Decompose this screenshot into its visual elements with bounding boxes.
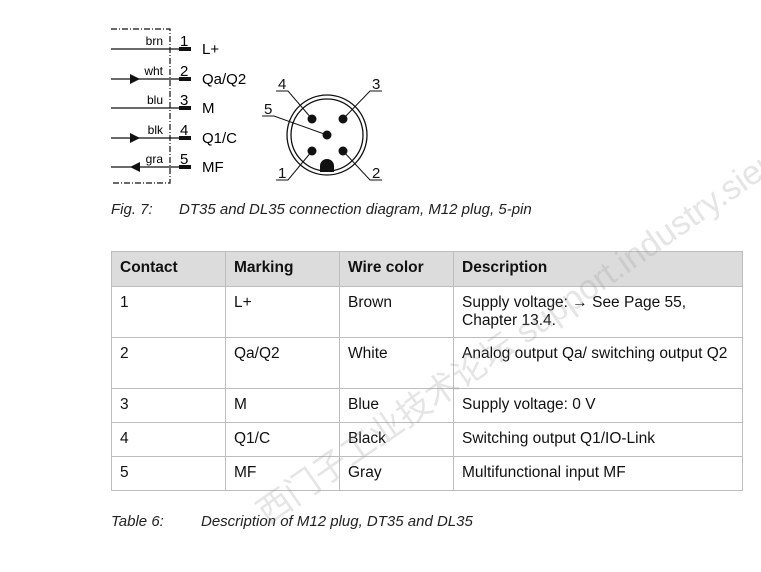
header-description: Description [453, 251, 743, 287]
arrow-in-icon [130, 133, 140, 143]
pin-terminal [179, 106, 191, 110]
pin-number: 5 [180, 151, 188, 168]
pin-terminal [179, 136, 191, 140]
wire-color-label: blk [148, 123, 164, 137]
cell-contact: 1 [111, 286, 226, 338]
table-header-row: Contact Marking Wire color Description [111, 251, 743, 287]
cell-marking: MF [225, 456, 340, 491]
wire-color-label: gra [146, 152, 164, 166]
cell-marking: Q1/C [225, 422, 340, 457]
connector-boundary [111, 28, 171, 184]
pin-terminal [179, 47, 191, 51]
signal-label: M [202, 100, 215, 117]
pin-terminal [179, 165, 191, 169]
pin-number: 2 [180, 63, 188, 80]
coding-key [320, 159, 334, 172]
wire-wht: wht 2 Qa/Q2 [111, 63, 246, 88]
pin-number: 3 [180, 92, 188, 109]
cell-marking: L+ [225, 286, 340, 338]
figure-caption: Fig. 7: DT35 and DL35 connection diagram,… [111, 201, 532, 218]
plug-pin-label-1: 1 [278, 165, 286, 182]
plug-pin-label-5: 5 [264, 101, 272, 118]
header-marking: Marking [225, 251, 340, 287]
cell-description: Switching output Q1/IO-Link [453, 422, 743, 457]
cell-description: Supply voltage: 0 V [453, 388, 743, 423]
wire-color-label: wht [143, 64, 163, 78]
pin-number: 4 [180, 122, 188, 139]
wire-gra: gra 5 MF [111, 151, 224, 176]
wire-color-label: blu [147, 93, 163, 107]
cell-contact: 4 [111, 422, 226, 457]
figure-label: Fig. 7: [111, 201, 153, 218]
signal-label: MF [202, 159, 224, 176]
signal-label: L+ [202, 41, 219, 58]
plug-pin-label-2: 2 [372, 165, 380, 182]
table-caption: Table 6: Description of M12 plug, DT35 an… [111, 513, 473, 530]
wire-blk: blk 4 Q1/C [111, 122, 237, 147]
cell-wire-color: White [339, 337, 454, 389]
cell-description: Supply voltage: → See Page 55, Chapter 1… [453, 286, 743, 338]
cell-contact: 5 [111, 456, 226, 491]
header-wire-color: Wire color [339, 251, 454, 287]
figure-text: DT35 and DL35 connection diagram, M12 pl… [179, 201, 532, 218]
plug-pin-label-4: 4 [278, 76, 286, 93]
cell-contact: 2 [111, 337, 226, 389]
pin-terminal [179, 77, 191, 81]
cell-description: Multifunctional input MF [453, 456, 743, 491]
cell-marking: Qa/Q2 [225, 337, 340, 389]
m12-plug-face: 4 3 5 1 2 [262, 76, 382, 182]
arrow-out-icon [130, 162, 140, 172]
cell-wire-color: Gray [339, 456, 454, 491]
plug-pin-label-3: 3 [372, 76, 380, 93]
signal-label: Q1/C [202, 130, 237, 147]
cell-description: Analog output Qa/ switching output Q2 [453, 337, 743, 389]
cell-marking: M [225, 388, 340, 423]
pin-number: 1 [180, 33, 188, 50]
cell-wire-color: Black [339, 422, 454, 457]
cell-contact: 3 [111, 388, 226, 423]
m12-plug-table: Contact Marking Wire color Description 1… [111, 251, 743, 491]
wire-brn: brn 1 L+ [111, 33, 219, 58]
cell-wire-color: Brown [339, 286, 454, 338]
table-label: Table 6: [111, 513, 164, 530]
arrow-in-icon [130, 74, 140, 84]
header-contact: Contact [111, 251, 226, 287]
wire-color-label: brn [146, 34, 163, 48]
cell-wire-color: Blue [339, 388, 454, 423]
signal-label: Qa/Q2 [202, 71, 246, 88]
table-caption-text: Description of M12 plug, DT35 and DL35 [201, 513, 473, 530]
